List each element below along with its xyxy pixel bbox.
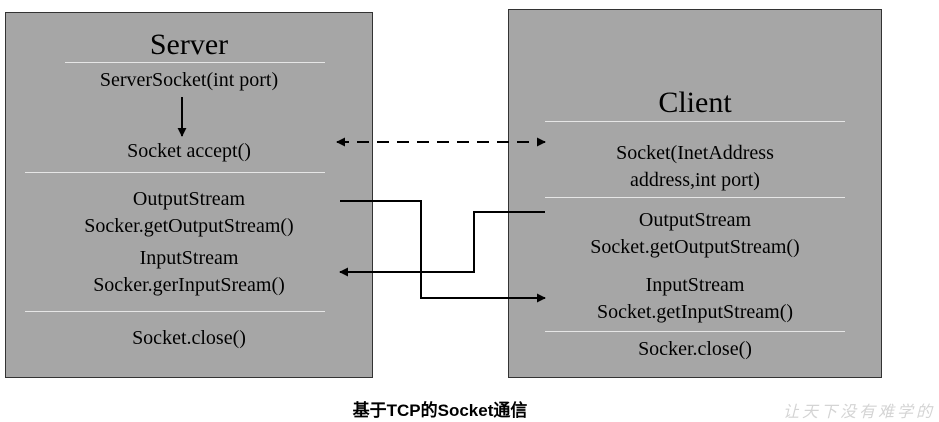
client-separator-1 (545, 197, 845, 198)
client-box (508, 9, 882, 378)
server-separator-2 (25, 311, 325, 312)
server-title-separator (65, 62, 325, 63)
server-separator-1 (25, 172, 325, 173)
server-input-stream-label: InputStream (139, 247, 239, 269)
client-title-separator (545, 121, 845, 122)
client-output-to-server-input-line (339, 211, 545, 277)
client-separator-2 (545, 331, 845, 332)
client-close-method: Socker.close() (638, 338, 752, 360)
client-socket-constructor-line2: address,int port) (630, 169, 760, 191)
client-socket-constructor-line1: Socket(InetAddress (616, 142, 774, 164)
client-output-stream-label: OutputStream (638, 209, 752, 231)
server-accept-method: Socket accept() (127, 140, 251, 162)
server-input-stream-method: Socker.gerInputSream() (93, 274, 285, 296)
server-output-to-client-input-line (340, 200, 546, 303)
client-title: Client (658, 86, 732, 119)
server-output-stream-label: OutputStream (132, 188, 246, 210)
client-input-stream-method: Socket.getInputStream() (596, 301, 794, 323)
server-output-stream-method: Socker.getOutputStream() (84, 215, 294, 237)
server-title: Server (149, 28, 229, 61)
server-box (5, 12, 373, 378)
diagram-caption: 基于TCP的Socket通信 (352, 401, 528, 420)
server-close-method: Socket.close() (132, 327, 246, 349)
client-output-stream-method: Socket.getOutputStream() (590, 236, 800, 258)
client-input-stream-label: InputStream (645, 274, 745, 296)
watermark: 让天下没有难学的 (782, 402, 935, 421)
server-socket-constructor: ServerSocket(int port) (99, 69, 279, 91)
